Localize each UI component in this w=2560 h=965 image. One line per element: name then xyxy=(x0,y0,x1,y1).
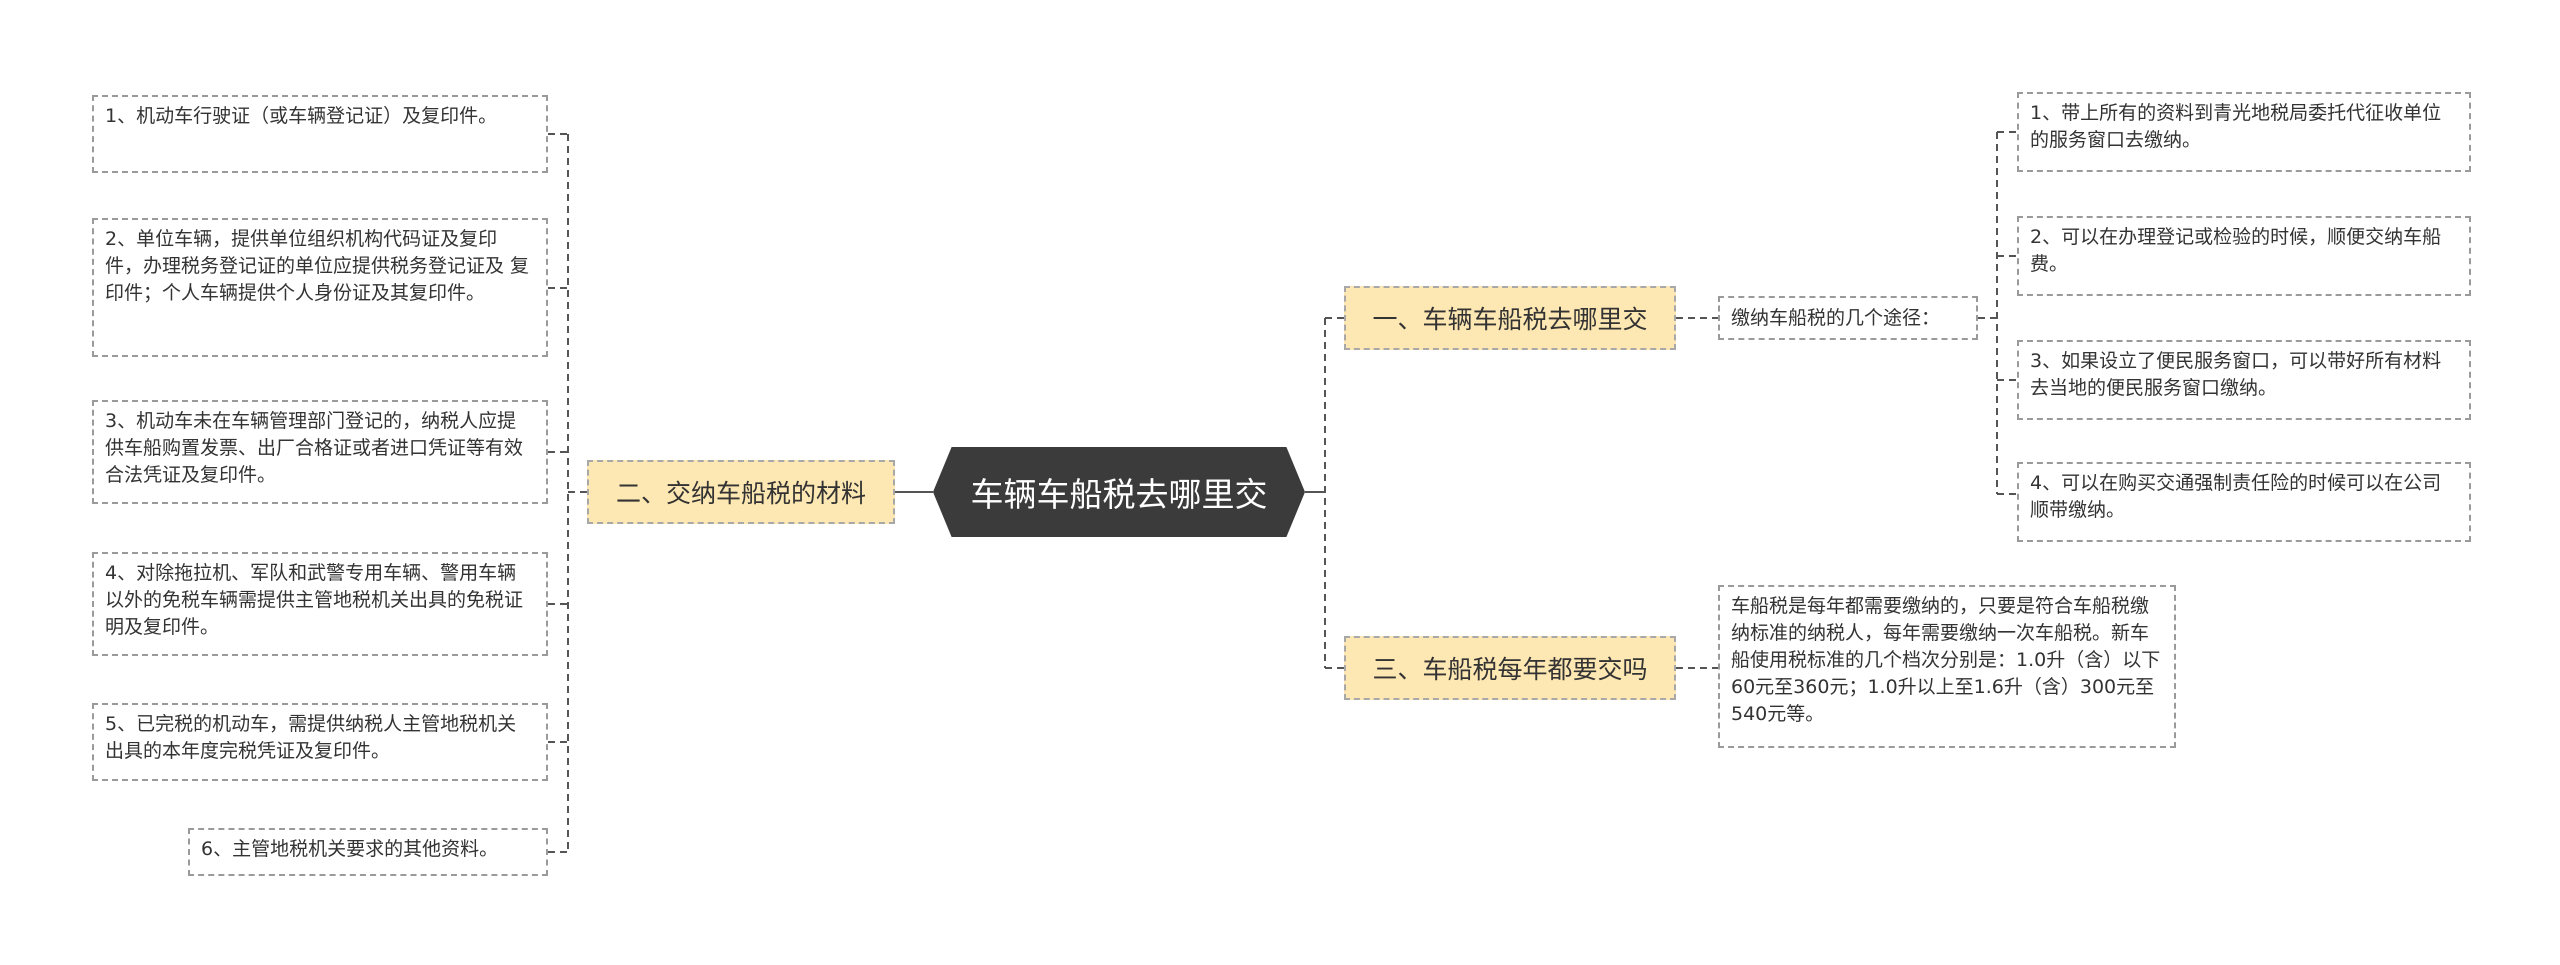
connector-line xyxy=(1978,132,1998,494)
payment-method-item[interactable]: 3、如果设立了便民服务窗口，可以带好所有材料去当地的便民服务窗口缴纳。 xyxy=(2017,340,2471,420)
branch-required-materials[interactable]: 二、交纳车船税的材料 xyxy=(587,460,895,524)
material-item[interactable]: 6、主管地税机关要求的其他资料。 xyxy=(188,828,548,876)
central-topic[interactable]: 车辆车船税去哪里交 xyxy=(933,447,1305,537)
material-item[interactable]: 3、机动车未在车辆管理部门登记的，纳税人应提供车船购置发票、出厂合格证或者进口凭… xyxy=(92,400,548,504)
payment-method-item[interactable]: 1、带上所有的资料到青光地税局委托代征收单位的服务窗口去缴纳。 xyxy=(2017,92,2471,172)
payment-methods-hub[interactable]: 缴纳车船税的几个途径： xyxy=(1718,296,1978,340)
branch-pay-every-year[interactable]: 三、车船税每年都要交吗 xyxy=(1344,636,1676,700)
yearly-tax-detail[interactable]: 车船税是每年都需要缴纳的，只要是符合车船税缴纳标准的纳税人，每年需要缴纳一次车船… xyxy=(1718,585,2176,748)
connector-line xyxy=(567,134,587,852)
material-item[interactable]: 2、单位车辆，提供单位组织机构代码证及复印件，办理税务登记证的单位应提供税务登记… xyxy=(92,218,548,357)
material-item[interactable]: 1、机动车行驶证（或车辆登记证）及复印件。 xyxy=(92,95,548,173)
branch-where-to-pay[interactable]: 一、车辆车船税去哪里交 xyxy=(1344,286,1676,350)
payment-method-item[interactable]: 4、可以在购买交通强制责任险的时候可以在公司顺带缴纳。 xyxy=(2017,462,2471,542)
material-item[interactable]: 5、已完税的机动车，需提供纳税人主管地税机关出具的本年度完税凭证及复印件。 xyxy=(92,703,548,781)
material-item[interactable]: 4、对除拖拉机、军队和武警专用车辆、警用车辆以外的免税车辆需提供主管地税机关出具… xyxy=(92,552,548,656)
payment-method-item[interactable]: 2、可以在办理登记或检验的时候，顺便交纳车船费。 xyxy=(2017,216,2471,296)
